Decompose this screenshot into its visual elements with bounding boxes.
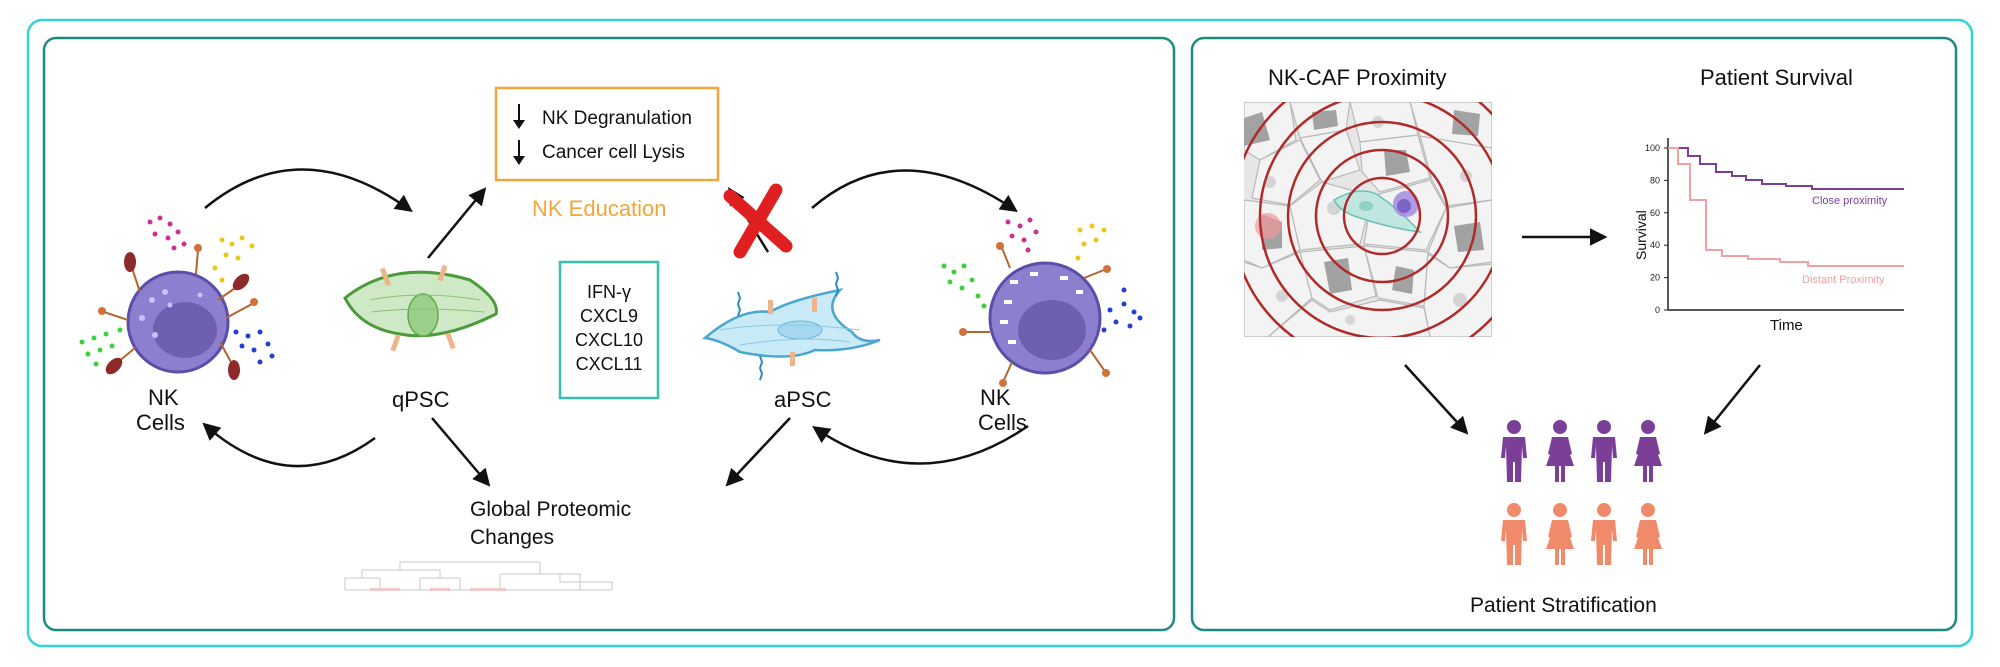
global-proteomic-line2: Changes <box>470 526 554 549</box>
female-patient-icon <box>1634 420 1662 482</box>
dendrogram-icon <box>344 561 613 591</box>
apsc-cell-icon <box>702 271 881 381</box>
tissue-proximity-image <box>1244 102 1492 337</box>
down-arrow-icon <box>513 140 525 165</box>
arrow-qpsc-to-nk <box>202 422 376 468</box>
patient-icons <box>1501 420 1662 565</box>
cytokine-cxcl10: CXCL10 <box>575 330 643 350</box>
arrow-nk-to-apsc <box>812 424 1029 465</box>
cytokine-dots-left <box>79 215 275 367</box>
nk-cell-right-icon <box>959 242 1111 387</box>
male-patient-icon <box>1501 420 1527 482</box>
cytokine-box <box>558 260 660 400</box>
cytokine-dots-right <box>941 217 1143 333</box>
nk-cells-right-line2: Cells <box>978 410 1027 435</box>
global-proteomic-line1: Global Proteomic <box>470 498 631 521</box>
y-tick-label: 60 <box>1650 208 1660 218</box>
nk-cell-left-icon <box>98 244 258 380</box>
male-patient-icon <box>1591 503 1617 565</box>
qpsc-cell-icon <box>343 264 498 352</box>
arrow-apsc-to-proteomic <box>725 417 791 487</box>
y-tick-label: 100 <box>1645 143 1660 153</box>
apsc-label: aPSC <box>774 387 832 412</box>
male-patient-icon <box>1591 420 1617 482</box>
proximity-rings <box>1244 102 1492 337</box>
y-tick-label: 0 <box>1655 305 1660 315</box>
outer-border <box>26 18 1974 648</box>
arrow-survival-to-stratification <box>1703 364 1761 435</box>
survival-chart: 0 20 40 60 80 100 Survival Time Close proximi… <box>1633 138 1904 334</box>
male-patient-icon <box>1501 503 1527 565</box>
legend-close-proximity: Close proximity <box>1812 195 1888 207</box>
female-patient-icon <box>1546 503 1574 565</box>
series-close-proximity <box>1668 147 1904 190</box>
legend-distant-proximity: Distant Proximity <box>1802 274 1885 286</box>
arrow-nk-to-qpsc <box>204 168 413 213</box>
cytokine-cxcl11: CXCL11 <box>576 354 643 374</box>
arrow-qpsc-to-proteomic <box>431 417 491 487</box>
qpsc-label: qPSC <box>392 387 450 412</box>
female-patient-icon <box>1546 420 1574 482</box>
female-patient-icon <box>1634 503 1662 565</box>
red-x-icon <box>723 183 793 259</box>
arrow-qpsc-to-education <box>427 187 487 259</box>
left-panel-border <box>42 36 1176 632</box>
nk-cells-right-line1: NK <box>980 385 1011 410</box>
cytokine-ifng: IFN-γ <box>587 282 631 302</box>
cytokine-cxcl9: CXCL9 <box>580 306 638 326</box>
survival-title: Patient Survival <box>1700 65 1853 90</box>
arrow-apsc-to-nk <box>811 169 1018 212</box>
nk-degranulation-text: NK Degranulation <box>542 108 692 129</box>
y-ticks: 0 20 40 60 80 100 <box>1645 143 1668 315</box>
series-distant-proximity <box>1668 147 1904 267</box>
right-panel-border <box>1190 36 1958 632</box>
proximity-title: NK-CAF Proximity <box>1268 65 1446 90</box>
down-arrow-icon <box>513 104 525 129</box>
nk-education-label: NK Education <box>532 196 667 221</box>
nk-cells-left-line1: NK <box>148 385 179 410</box>
y-tick-label: 40 <box>1650 240 1660 250</box>
y-axis-label: Survival <box>1633 210 1649 260</box>
y-tick-label: 20 <box>1650 273 1660 283</box>
x-axis-label: Time <box>1770 317 1803 334</box>
arrow-proximity-to-stratification <box>1404 364 1469 435</box>
cancer-cell-lysis-text: Cancer cell Lysis <box>542 142 685 163</box>
nk-effects-box <box>494 86 720 182</box>
patient-stratification-label: Patient Stratification <box>1470 594 1657 617</box>
y-tick-label: 80 <box>1650 175 1660 185</box>
nk-cells-left-line2: Cells <box>136 410 185 435</box>
